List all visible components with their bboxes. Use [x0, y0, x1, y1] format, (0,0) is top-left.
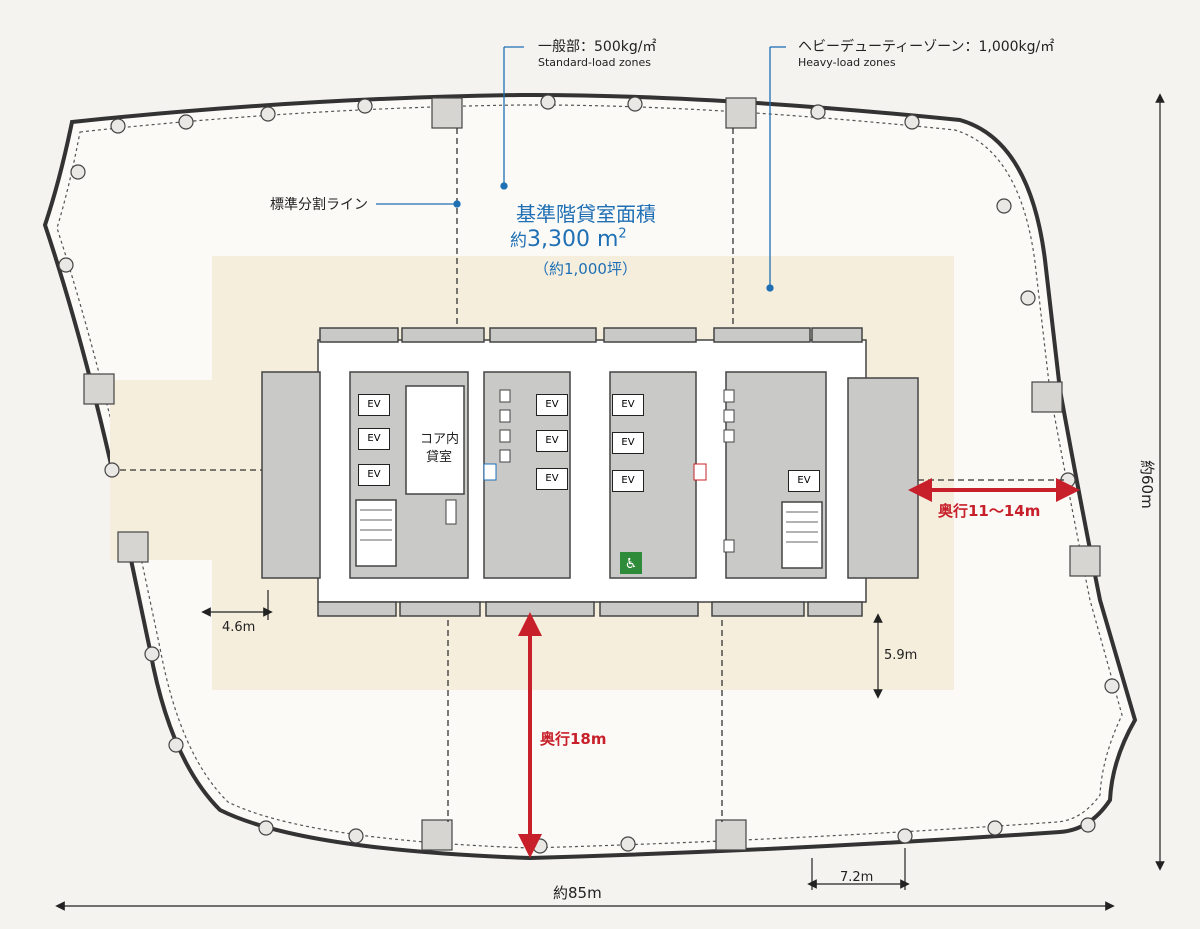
floor-area-value: 約3,300 m2 — [510, 226, 627, 252]
elevator: EV — [536, 468, 568, 490]
heavy-load-label-en: Heavy-load zones — [798, 56, 896, 69]
depth-arrows — [518, 478, 1080, 858]
elevator: EV — [788, 470, 820, 492]
accessible-icon — [620, 552, 642, 574]
svg-text:♿: ♿ — [625, 556, 638, 572]
standard-load-label-jp: 一般部：500kg/㎡ — [538, 39, 657, 55]
elevator: EV — [358, 464, 390, 486]
core-rental-room-label-1: コア内 — [420, 432, 460, 447]
leader-lines — [376, 46, 786, 292]
overall-width-label: 約85m — [553, 884, 602, 902]
columns-square — [83, 97, 1101, 851]
standard-load-label-en: Standard-load zones — [538, 56, 651, 69]
column-margin-label: 4.6m — [222, 620, 256, 635]
floor-area-tsubo: （約1,000坪） — [534, 260, 637, 278]
elevator: EV — [536, 394, 568, 416]
core — [261, 327, 919, 617]
floor-slab-inner — [56, 104, 1123, 849]
restroom-fixtures — [445, 389, 735, 553]
elevator: EV — [612, 394, 644, 416]
area-number: 3,300 m — [527, 227, 619, 252]
area-prefix: 約 — [510, 231, 527, 251]
stairs — [360, 509, 818, 543]
core-rental-room-label-2: 貸室 — [426, 450, 453, 465]
columns — [58, 94, 1120, 854]
front-depth-label: 奥行18m — [540, 730, 607, 748]
elevator: EV — [536, 430, 568, 452]
overall-height-label: 約60m — [1138, 460, 1156, 509]
core-offset-label: 5.9m — [884, 648, 918, 663]
area-unit-sup: 2 — [618, 226, 627, 242]
dimension-lines — [55, 93, 1165, 911]
elevator: EV — [612, 470, 644, 492]
elevator: EV — [612, 432, 644, 454]
elevator: EV — [358, 394, 390, 416]
floor-area-title: 基準階貸室面積 — [516, 202, 656, 226]
division-line-label: 標準分割ライン — [270, 197, 368, 213]
column-span-label: 7.2m — [840, 870, 874, 885]
elevator: EV — [358, 428, 390, 450]
restroom-icons: ♿ — [483, 463, 707, 574]
side-depth-label: 奥行11～14m — [938, 502, 1041, 520]
heavy-load-label-jp: ヘビーデューティーゾーン：1,000kg/㎡ — [798, 39, 1055, 55]
